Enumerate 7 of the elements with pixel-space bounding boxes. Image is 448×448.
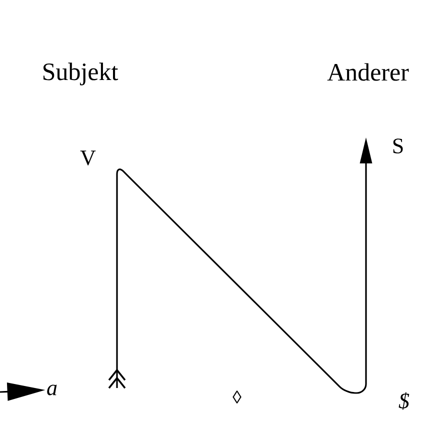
label: V (80, 150, 96, 166)
label: Subjekt (43, 62, 118, 86)
label: ◊ (232, 390, 242, 404)
symbol-label: S (393, 138, 403, 154)
label: $ (398, 392, 410, 410)
symbol-label: a (47, 384, 57, 396)
label: Anderer (327, 63, 409, 81)
